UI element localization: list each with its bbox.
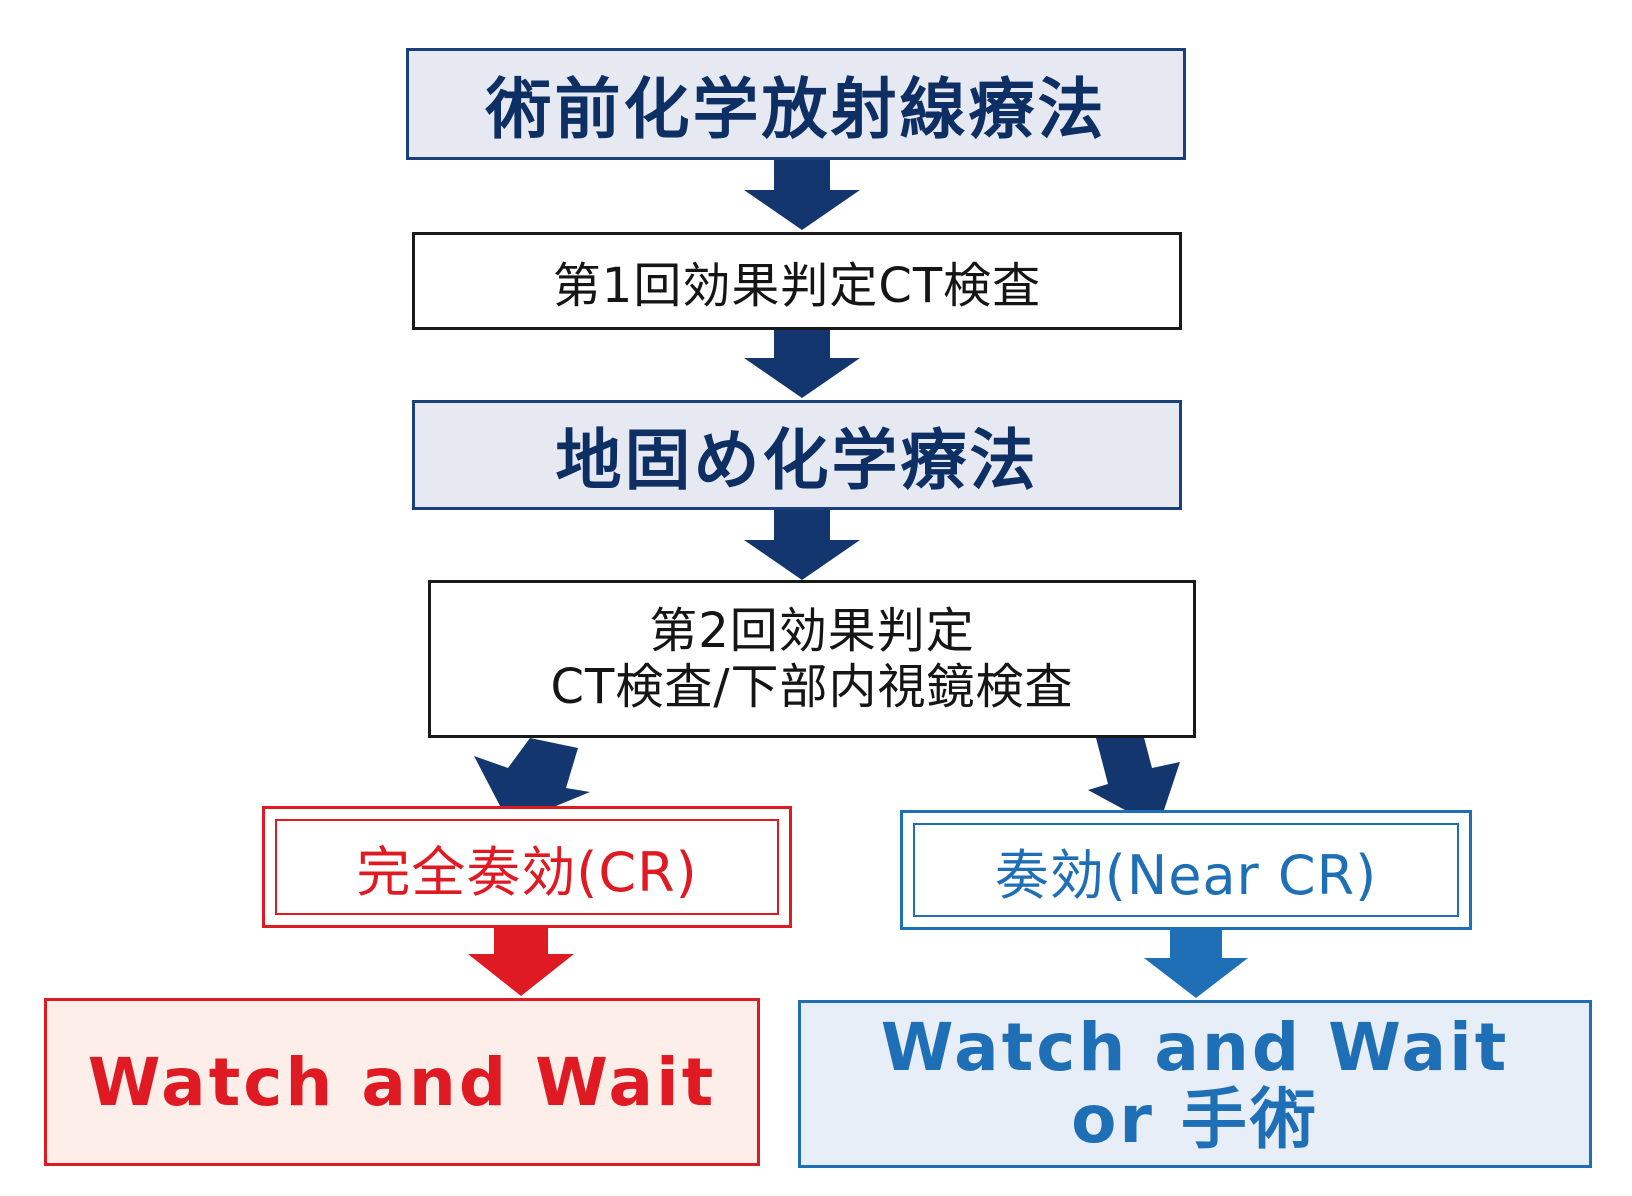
outcome-near-complete-response-inner: 奏効(Near CR): [913, 823, 1459, 917]
arrow-step3-to-step4: [744, 510, 860, 580]
arrow-nearcr-to-watch-or-surgery: [1144, 930, 1248, 998]
step3-label: 地固め化学療法: [555, 422, 1039, 499]
arrow-step2-to-step3: [744, 330, 860, 398]
step2-label: 第1回効果判定CT検査: [552, 258, 1042, 314]
cr-label: 完全奏効(CR): [356, 840, 698, 904]
step1-label: 術前化学放射線療法: [485, 71, 1107, 148]
watch-or-surgery-line1: Watch and Wait: [880, 1009, 1510, 1086]
arrow-step1-to-step2: [744, 160, 860, 230]
action-watch-and-wait-or-surgery: Watch and Wait or 手術: [798, 1000, 1592, 1168]
action-watch-and-wait: Watch and Wait: [44, 998, 760, 1166]
outcome-complete-response-inner: 完全奏効(CR): [275, 819, 779, 915]
watch-or-surgery-line2: or 手術: [1071, 1081, 1319, 1158]
arrow-step4-to-nearcr: [1088, 730, 1180, 828]
step-first-ct-evaluation: 第1回効果判定CT検査: [412, 232, 1182, 330]
arrow-step4-to-cr: [474, 738, 590, 825]
arrow-cr-to-watch: [468, 928, 574, 996]
step4-text: 第2回効果判定 CT検査/下部内視鏡検査: [550, 603, 1073, 715]
step-second-evaluation: 第2回効果判定 CT検査/下部内視鏡検査: [428, 580, 1196, 738]
step-preoperative-chemoradiotherapy: 術前化学放射線療法: [406, 48, 1186, 160]
watch-or-surgery-text: Watch and Wait or 手術: [881, 1012, 1510, 1156]
outcome-complete-response: 完全奏効(CR): [262, 806, 792, 928]
step4-line1: 第2回効果判定: [649, 603, 975, 659]
watch-and-wait-label: Watch and Wait: [87, 1043, 717, 1121]
step4-line2: CT検査/下部内視鏡検査: [550, 659, 1074, 715]
step-consolidation-chemotherapy: 地固め化学療法: [412, 400, 1182, 510]
outcome-near-complete-response: 奏効(Near CR): [900, 810, 1472, 930]
near-cr-label: 奏効(Near CR): [994, 843, 1378, 907]
